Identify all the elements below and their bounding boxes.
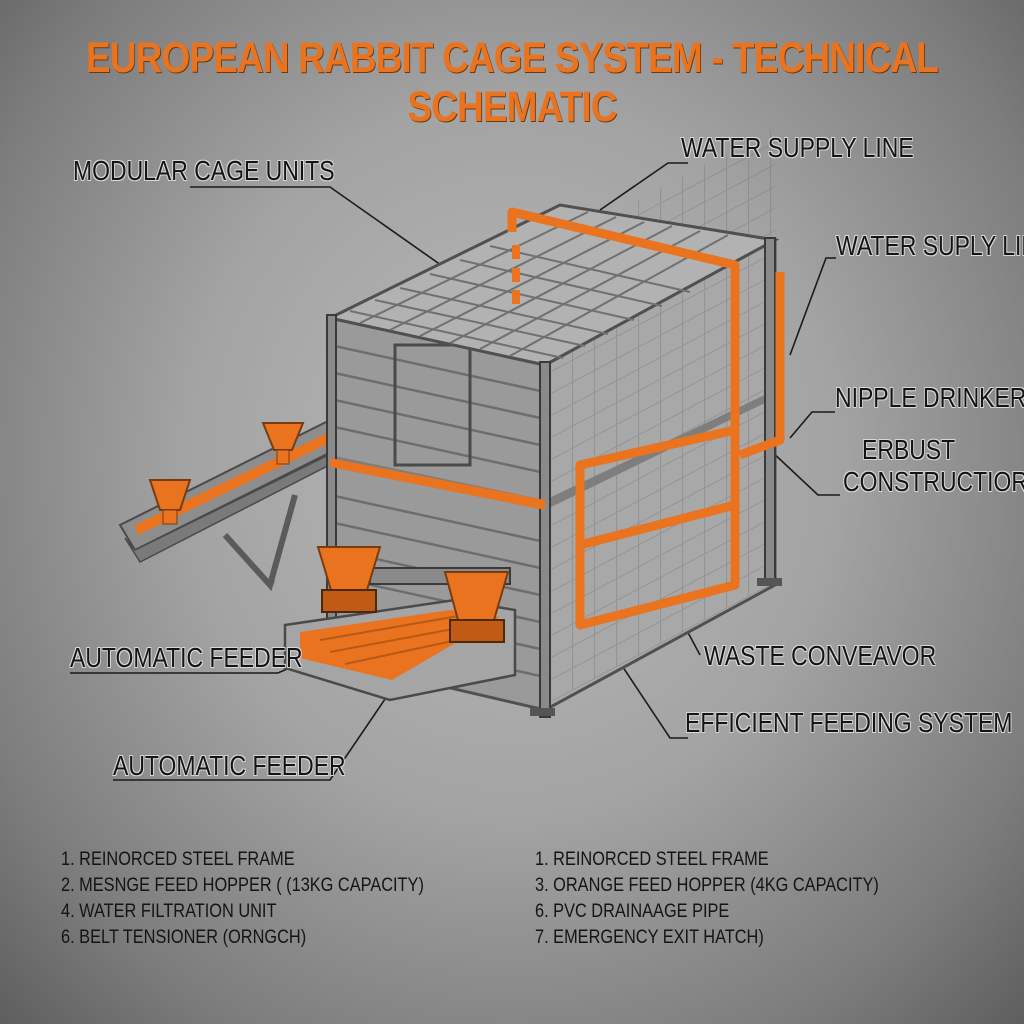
nipple-drinkers <box>512 245 520 304</box>
label-erbust: ERBUST <box>862 434 956 465</box>
feeding-tray <box>283 546 517 702</box>
feed-conveyor <box>118 418 347 592</box>
note-right-1: 1. REINORCED STEEL FRAME <box>535 849 769 870</box>
water-pipes <box>507 207 785 630</box>
label-constructior: CONSTRUCTIOR <box>843 466 1024 497</box>
note-left-2: 2. MESNGE FEED HOPPER ( (13KG CAPACITY) <box>61 875 424 896</box>
label-modular-cage-units: MODULAR CAGE UNITS <box>73 155 335 186</box>
label-water-suply-line: WATER SUPLY LINE <box>836 230 1024 261</box>
note-right-4: 7. EMERGENCY EXIT HATCH) <box>535 927 764 948</box>
schematic-title: EUROPEAN RABBIT CAGE SYSTEM - TECHNICAL … <box>86 34 939 131</box>
note-right-3: 6. PVC DRAINAAGE PIPE <box>535 901 730 922</box>
label-nipple-drinkers: NIPPLE DRINKERS <box>835 382 1024 413</box>
note-left-1: 1. REINORCED STEEL FRAME <box>61 849 295 870</box>
label-waste-conveyor: WASTE CONVEAVOR <box>704 640 937 671</box>
note-left-3: 4. WATER FILTRATION UNIT <box>61 901 277 922</box>
note-right-2: 3. ORANGE FEED HOPPER (4KG CAPACITY) <box>535 875 879 896</box>
label-automatic-feeder-1: AUTOMATIC FEEDER <box>70 642 303 673</box>
label-automatic-feeder-2: AUTOMATIC FEEDER <box>113 750 346 781</box>
label-efficient-feeding-system: EFFICIENT FEEDING SYSTEM <box>685 707 1013 738</box>
label-water-supply-line: WATER SUPPLY LINE <box>681 132 914 163</box>
note-left-4: 6. BELT TENSIONER (ORNGCH) <box>61 927 307 948</box>
